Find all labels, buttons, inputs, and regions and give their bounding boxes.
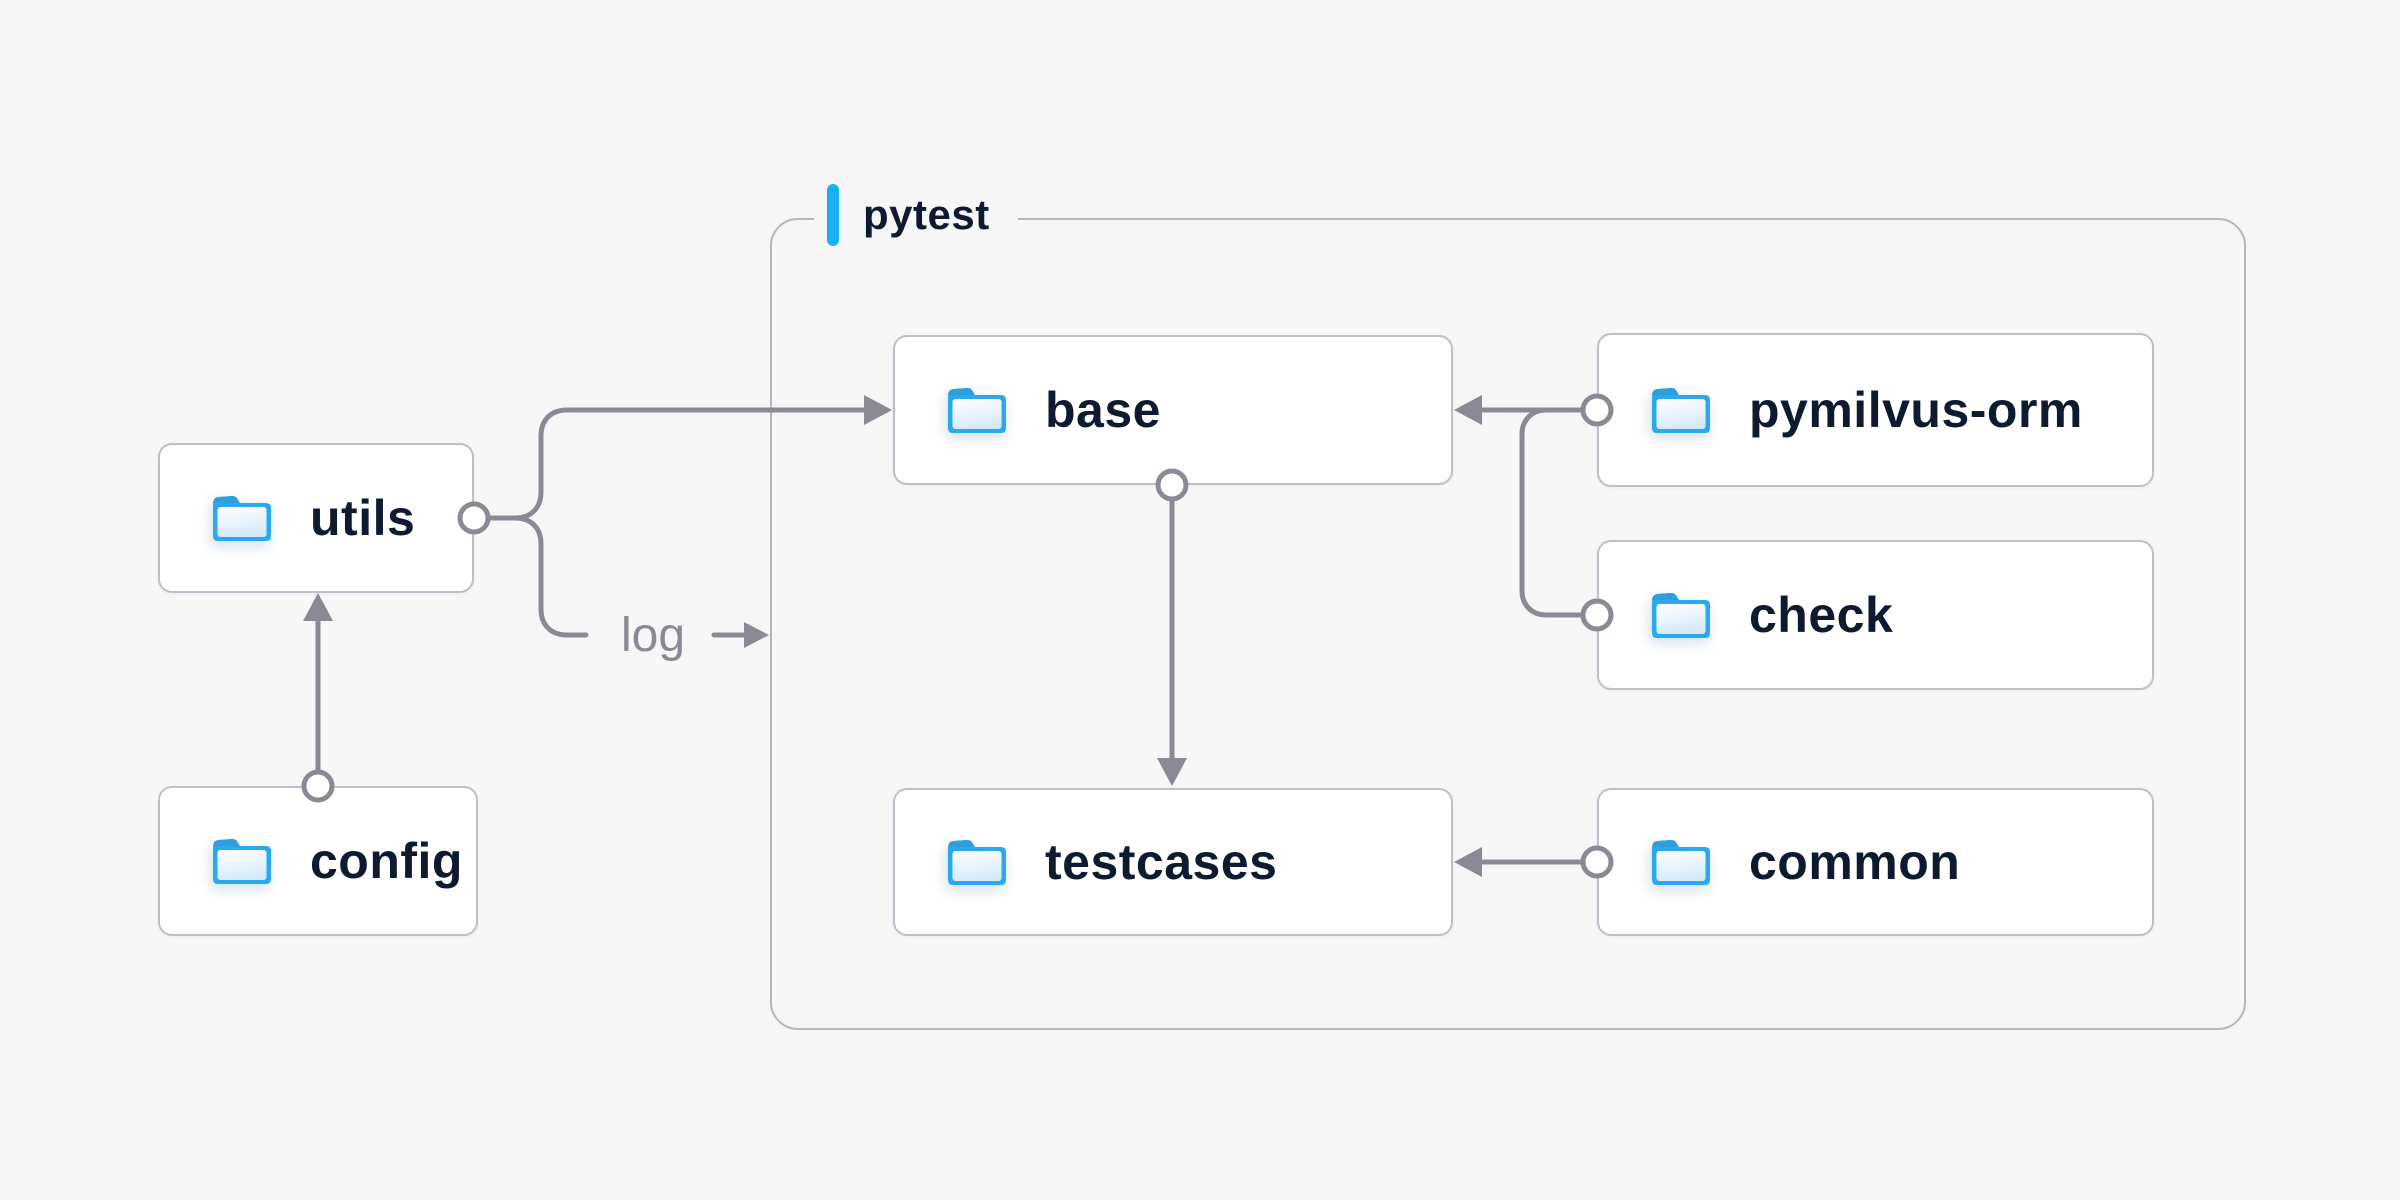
node-utils: utils	[158, 443, 474, 593]
node-label: config	[310, 833, 463, 889]
node-label: common	[1749, 834, 1961, 890]
folder-icon	[1652, 840, 1710, 885]
node-testcases: testcases	[893, 788, 1453, 936]
node-label: base	[1045, 382, 1161, 438]
pytest-group-label: pytest	[814, 182, 1018, 248]
arrowhead-up-icon	[303, 593, 333, 621]
folder-icon	[948, 840, 1006, 885]
node-base: base	[893, 335, 1453, 485]
folder-icon	[213, 496, 271, 541]
node-config: config	[158, 786, 478, 936]
node-label: check	[1749, 587, 1894, 643]
folder-icon	[1652, 593, 1710, 638]
node-label: testcases	[1045, 834, 1278, 890]
node-label: utils	[310, 490, 416, 546]
node-pymilvus-orm: pymilvus-orm	[1597, 333, 2154, 487]
pytest-group-box	[770, 218, 2246, 1030]
log-edge-label: log	[620, 608, 686, 662]
accent-bar-icon	[827, 184, 839, 246]
arrowhead-right-icon	[744, 622, 769, 648]
folder-icon	[948, 388, 1006, 433]
edge-config-utils	[301, 593, 335, 803]
node-common: common	[1597, 788, 2154, 936]
group-title: pytest	[863, 191, 990, 238]
folder-icon	[213, 839, 271, 884]
folder-icon	[1652, 388, 1710, 433]
node-label: pymilvus-orm	[1749, 382, 2083, 438]
node-check: check	[1597, 540, 2154, 690]
